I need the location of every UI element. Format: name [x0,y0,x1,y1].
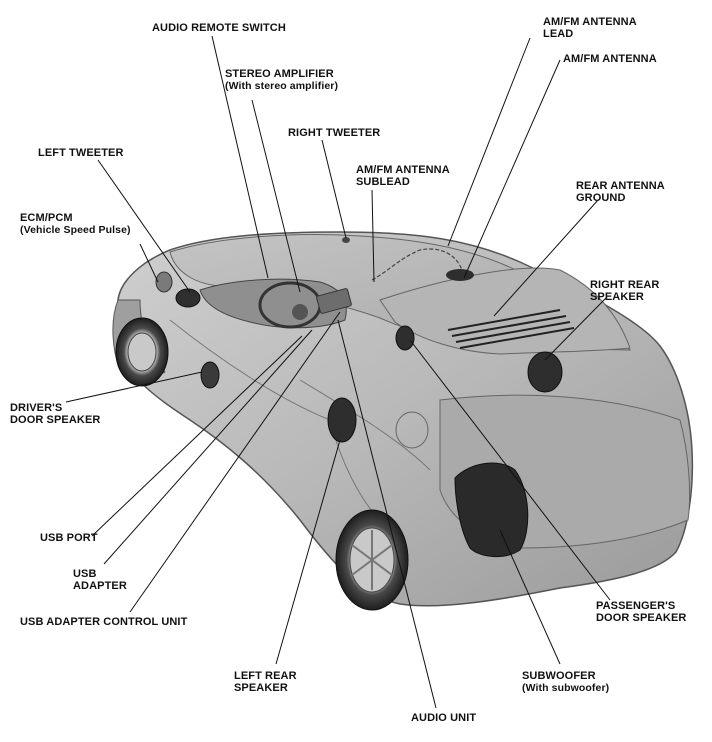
rear-window [379,267,631,355]
subwoofer [454,462,529,557]
label-usb-adapter-control-unit: USB ADAPTER CONTROL UNIT [20,616,188,628]
label-drivers-door-speaker: DRIVER'S DOOR SPEAKER [10,402,101,426]
defroster-lines [447,309,575,349]
label-subwoofer: SUBWOOFER (With subwoofer) [522,670,610,694]
label-passengers-door-speaker: PASSENGER'S DOOR SPEAKER [596,600,687,624]
passengers-door-speaker [395,325,415,351]
label-right-tweeter: RIGHT TWEETER [288,127,381,139]
label-am-fm-antenna: AM/FM ANTENNA [563,53,657,65]
front-left-wheel [115,317,169,387]
label-am-fm-antenna-sublead: AM/FM ANTENNA SUBLEAD [356,164,450,188]
right-rear-speaker [527,351,563,393]
label-am-fm-antenna-lead: AM/FM ANTENNA LEAD [543,16,637,40]
label-usb-port: USB PORT [40,532,98,544]
dashboard [199,278,347,329]
label-usb-adapter: USB ADAPTER [73,568,127,592]
right-tweeter [342,237,350,243]
drivers-door-speaker [200,361,220,389]
label-ecm-pcm: ECM/PCM (Vehicle Speed Pulse) [20,212,131,236]
am-fm-antenna [446,269,474,281]
label-left-tweeter: LEFT TWEETER [38,147,124,159]
label-stereo-amplifier: STEREO AMPLIFIER (With stereo amplifier) [225,68,339,92]
label-rear-antenna-ground: REAR ANTENNA GROUND [576,180,665,204]
fuel-door [395,411,429,449]
label-audio-unit: AUDIO UNIT [411,712,477,724]
label-right-rear-speaker: RIGHT REAR SPEAKER [590,279,660,303]
label-left-rear-speaker: LEFT REAR SPEAKER [234,670,297,694]
rear-left-wheel [335,509,409,611]
label-audio-remote-switch: AUDIO REMOTE SWITCH [152,22,286,34]
leader-lines [65,35,611,709]
audio-unit-screen [316,288,352,314]
left-rear-speaker [327,397,357,443]
left-tweeter [175,288,201,308]
